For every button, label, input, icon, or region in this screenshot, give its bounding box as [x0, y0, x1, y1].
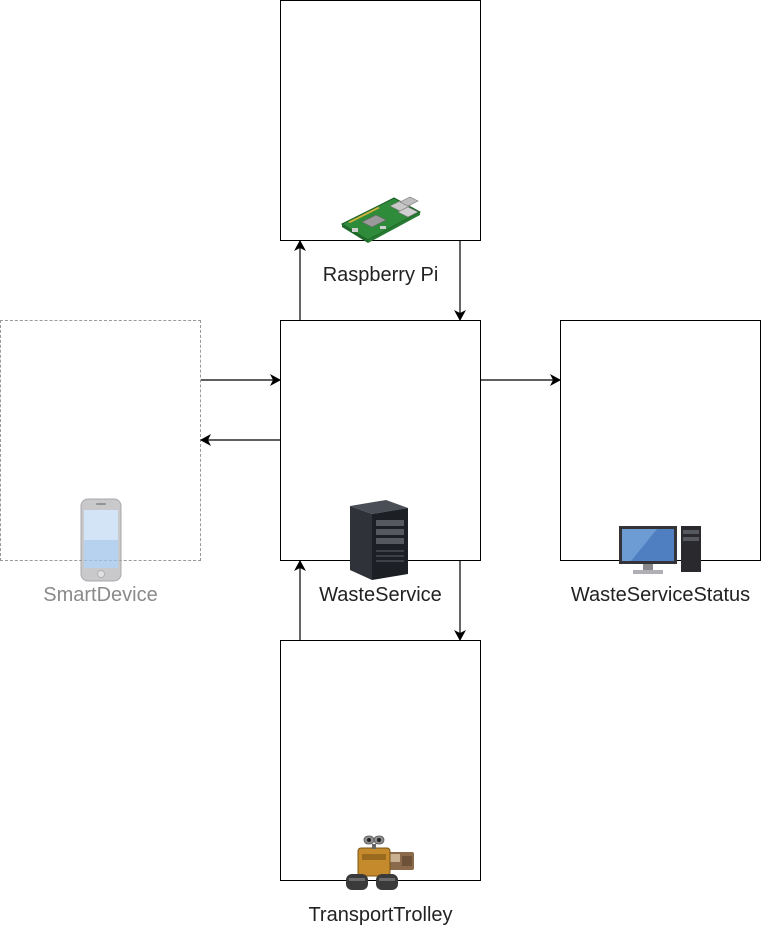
wasteservicestatus-box: [560, 320, 761, 561]
raspberry-pi-board-icon: [340, 196, 422, 243]
raspberry-pi-label: Raspberry Pi: [322, 264, 439, 286]
server-tower-icon: [350, 500, 408, 580]
wall-e-robot-icon: [346, 835, 414, 890]
smartdevice-label: SmartDevice: [43, 584, 158, 606]
smartphone-icon: [80, 498, 122, 582]
transporttrolley-label: TransportTrolley: [308, 904, 453, 926]
desktop-computer-icon: [619, 526, 701, 574]
raspberry-pi-box: [280, 0, 481, 241]
wasteservicestatus-label: WasteServiceStatus: [570, 584, 751, 606]
wasteservice-label: WasteService: [319, 584, 442, 606]
